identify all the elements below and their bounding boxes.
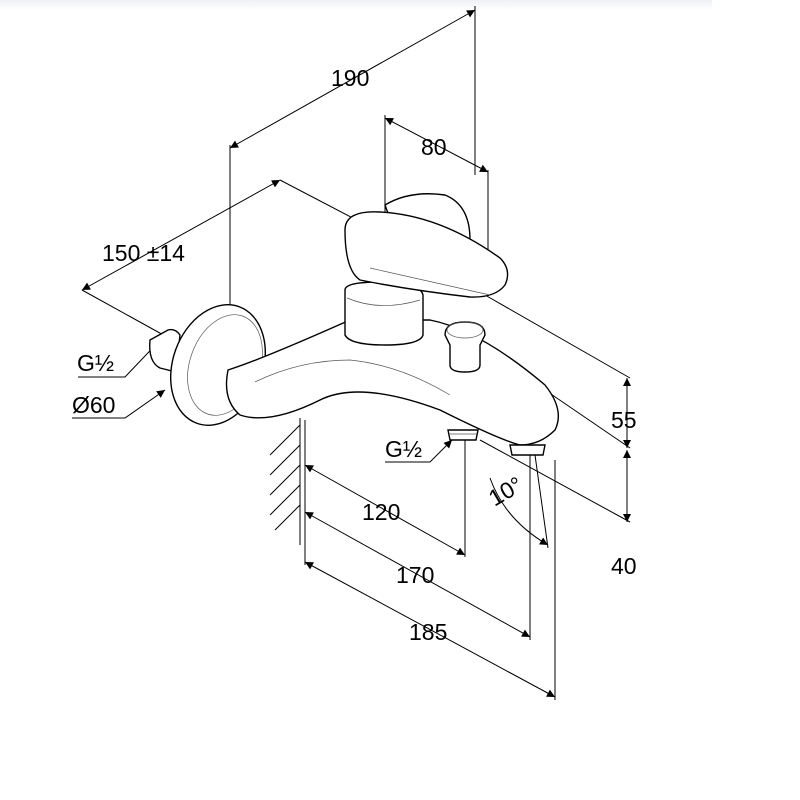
dim-190: 190 xyxy=(331,65,369,91)
angle-label: 10° xyxy=(484,471,527,511)
faucet xyxy=(149,193,559,456)
dim-40: 40 xyxy=(611,553,637,579)
outlet-thread-label: G½ xyxy=(385,436,422,462)
rosette-diameter-label: Ø60 xyxy=(72,392,115,418)
dim-150: 150 ±14 xyxy=(102,240,185,266)
top-strip xyxy=(0,0,712,10)
dim-80: 80 xyxy=(421,134,447,160)
dimension-lines xyxy=(72,9,631,698)
dim-185: 185 xyxy=(409,619,447,645)
dim-55: 55 xyxy=(611,407,637,433)
dimension-labels: 190 80 150 ±14 G½ Ø60 G½ 55 40 10° 120 1… xyxy=(72,65,637,645)
dim-170: 170 xyxy=(396,562,434,588)
wall-hatching xyxy=(269,418,301,545)
inlet-thread-label: G½ xyxy=(77,350,114,376)
dim-120: 120 xyxy=(362,499,400,525)
